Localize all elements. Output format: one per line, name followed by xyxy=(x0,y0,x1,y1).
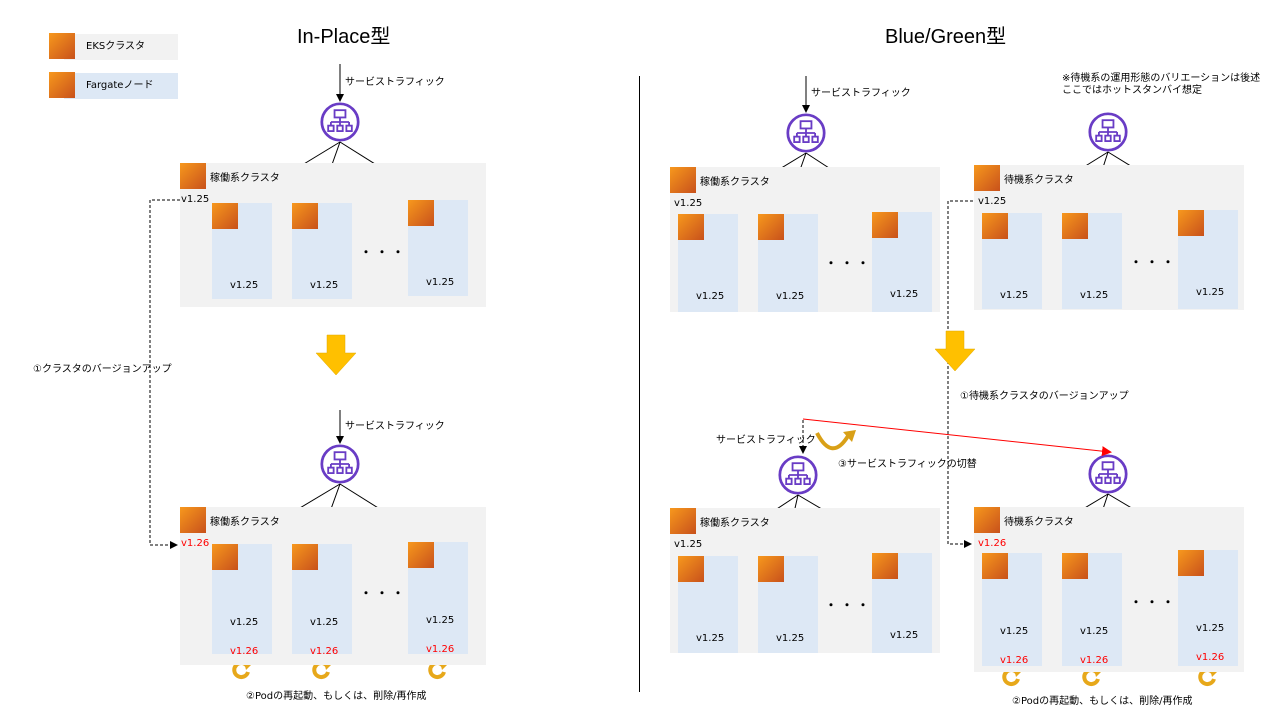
eks-cluster-icon xyxy=(180,507,206,533)
more-nodes-ellipsis: ・・・ xyxy=(360,245,409,259)
fargate-icon xyxy=(758,556,784,582)
fargate-icon xyxy=(758,214,784,240)
cluster-label: 待機系クラスタ xyxy=(1004,175,1074,186)
step1-connector-bg xyxy=(947,200,978,548)
in-place-traffic-label-bottom: サービストラフィック xyxy=(345,421,445,432)
fargate-icon xyxy=(678,556,704,582)
upgrade-down-arrow-bg xyxy=(934,330,976,372)
node-version: v1.25 xyxy=(230,280,259,291)
upgrade-down-arrow xyxy=(315,334,357,376)
node-version-old: v1.25 xyxy=(230,617,259,628)
fargate-icon xyxy=(212,544,238,570)
fargate-icon xyxy=(292,544,318,570)
more-nodes-ellipsis: ・・・ xyxy=(1130,255,1179,269)
fargate-icon xyxy=(1178,550,1204,576)
node-version-old: v1.25 xyxy=(310,617,339,628)
in-place-traffic-label-top: サービストラフィック xyxy=(345,77,445,88)
load-balancer-icon xyxy=(320,444,360,484)
legend-eks-label: EKSクラスタ xyxy=(86,41,146,52)
cluster-version: v1.25 xyxy=(181,194,210,205)
fargate-icon xyxy=(408,542,434,568)
node-version: v1.25 xyxy=(776,291,805,302)
load-balancer-icon xyxy=(786,113,826,153)
node-version: v1.25 xyxy=(890,289,919,300)
node-version: v1.25 xyxy=(310,280,339,291)
node-version-old: v1.25 xyxy=(1000,626,1029,637)
node-version: v1.25 xyxy=(696,633,725,644)
node-version-old: v1.25 xyxy=(1196,623,1225,634)
cluster-version: v1.26 xyxy=(978,538,1007,549)
cluster-label: 稼働系クラスタ xyxy=(210,173,280,184)
fargate-icon xyxy=(678,214,704,240)
node-version: v1.25 xyxy=(890,630,919,641)
more-nodes-ellipsis: ・・・ xyxy=(825,256,874,270)
cluster-version: v1.26 xyxy=(181,538,210,549)
fargate-icon xyxy=(872,212,898,238)
eks-cluster-icon xyxy=(180,163,206,189)
eks-cluster-icon xyxy=(974,165,1000,191)
fargate-icon xyxy=(408,200,434,226)
eks-cluster-icon xyxy=(670,508,696,534)
eks-cluster-icon xyxy=(670,167,696,193)
more-nodes-ellipsis: ・・・ xyxy=(1130,595,1179,609)
more-nodes-ellipsis: ・・・ xyxy=(360,586,409,600)
fargate-icon xyxy=(212,203,238,229)
cluster-label: 稼働系クラスタ xyxy=(210,517,280,528)
load-balancer-icon xyxy=(1088,454,1128,494)
fargate-icon xyxy=(1062,553,1088,579)
cluster-label: 稼働系クラスタ xyxy=(700,518,770,529)
node-version-new: v1.26 xyxy=(310,646,339,657)
fargate-icon xyxy=(982,553,1008,579)
load-balancer-icon xyxy=(1088,112,1128,152)
bg-step2-label: ②Podの再起動、もしくは、削除/再作成 xyxy=(1012,696,1193,707)
node-version-new: v1.26 xyxy=(1196,652,1225,663)
switch-curve-icon xyxy=(815,432,850,451)
node-version-new: v1.26 xyxy=(230,646,259,657)
bg-step1-label: ①待機系クラスタのバージョンアップ xyxy=(960,391,1129,402)
switch-curve-arrowhead xyxy=(843,430,856,442)
node-version-new: v1.26 xyxy=(1000,655,1029,666)
legend-fargate-label: Fargateノード xyxy=(86,80,154,91)
bg-traffic-label-bottom: サービストラフィック xyxy=(716,435,816,446)
node-version-old: v1.25 xyxy=(1080,626,1109,637)
bg-traffic-label-top: サービストラフィック xyxy=(811,88,911,99)
load-balancer-icon xyxy=(320,102,360,142)
cluster-label: 稼働系クラスタ xyxy=(700,177,770,188)
fargate-icon xyxy=(982,213,1008,239)
bg-note-line2: ここではホットスタンバイ想定 xyxy=(1062,85,1202,96)
fargate-icon xyxy=(872,553,898,579)
node-version-new: v1.26 xyxy=(1080,655,1109,666)
fargate-icon xyxy=(1178,210,1204,236)
traffic-switch-arrow xyxy=(802,418,1112,457)
in-place-step2-label: ②Podの再起動、もしくは、削除/再作成 xyxy=(246,691,427,702)
cluster-version: v1.25 xyxy=(978,196,1007,207)
step1-connector xyxy=(149,199,180,549)
in-place-step1-label: ①クラスタのバージョンアップ xyxy=(33,364,172,375)
eks-cluster-icon xyxy=(974,507,1000,533)
node-version-old: v1.25 xyxy=(426,615,455,626)
node-version: v1.25 xyxy=(1080,290,1109,301)
bg-step3-label: ③サービストラフィックの切替 xyxy=(838,459,977,470)
more-nodes-ellipsis: ・・・ xyxy=(825,598,874,612)
node-version: v1.25 xyxy=(776,633,805,644)
cluster-version: v1.25 xyxy=(674,198,703,209)
load-balancer-icon xyxy=(778,455,818,495)
bg-note-line1: ※待機系の運用形態のバリエーションは後述 xyxy=(1062,73,1261,84)
legend-eks-icon xyxy=(49,33,75,59)
legend-fargate: Fargateノード xyxy=(64,73,178,99)
node-version: v1.25 xyxy=(1000,290,1029,301)
node-version: v1.25 xyxy=(426,277,455,288)
in-place-title: In-Place型 xyxy=(297,26,391,48)
fargate-icon xyxy=(292,203,318,229)
cluster-version: v1.25 xyxy=(674,539,703,550)
node-version: v1.25 xyxy=(696,291,725,302)
fargate-icon xyxy=(1062,213,1088,239)
node-version: v1.25 xyxy=(1196,287,1225,298)
cluster-label: 待機系クラスタ xyxy=(1004,517,1074,528)
blue-green-title: Blue/Green型 xyxy=(885,26,1007,48)
legend-eks: EKSクラスタ xyxy=(64,34,178,60)
section-divider xyxy=(639,76,640,692)
legend-fargate-icon xyxy=(49,72,75,98)
node-version-new: v1.26 xyxy=(426,644,455,655)
